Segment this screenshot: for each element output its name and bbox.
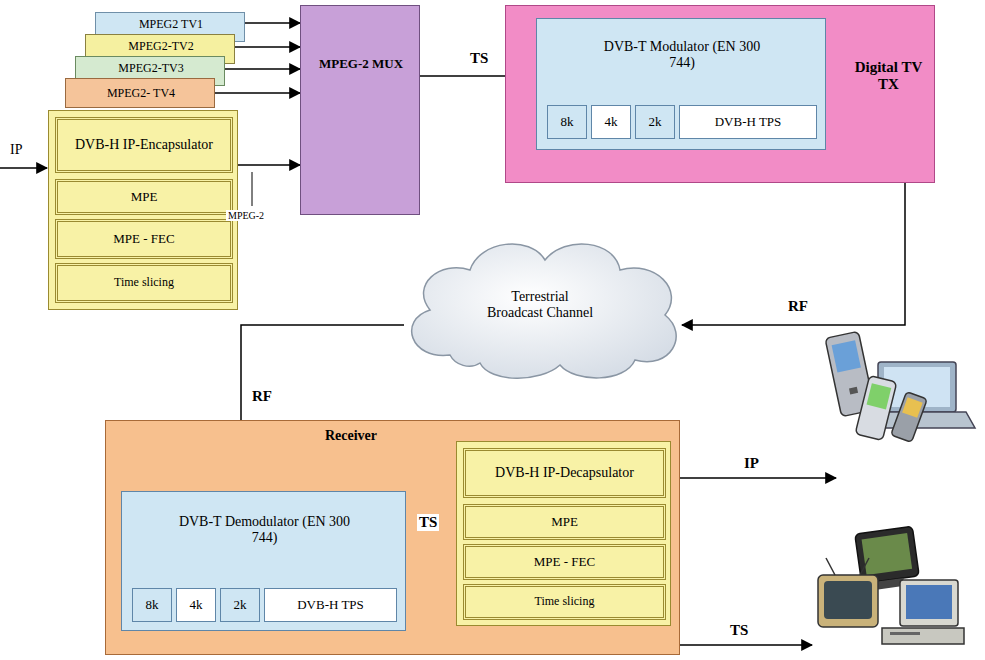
ip-output-arrow <box>670 477 836 479</box>
function-cell: MPE <box>463 504 666 540</box>
mux-box: MPEG-2 MUX <box>300 5 420 215</box>
node-text: 8k <box>548 106 586 138</box>
tps-cell: DVB-H TPS <box>679 105 817 139</box>
receiver-box: ReceiverDVB-T Demodulator (EN 300 744) 8k… <box>105 420 680 655</box>
edge-label: TS <box>468 50 490 67</box>
format-note: MPEG-2 <box>226 210 266 221</box>
mode-cell: 8k <box>132 588 172 622</box>
function-cell: MPE - FEC <box>463 544 666 580</box>
mode-cell: 4k <box>591 105 631 139</box>
channel-cloud: Terrestrial Broadcast Channel <box>390 225 690 385</box>
mode-cell: 2k <box>635 105 675 139</box>
node-text: MPEG2-TV2 <box>86 38 236 56</box>
signal-arrow <box>682 183 905 325</box>
mode-cell: 4k <box>176 588 216 622</box>
leader-line <box>252 172 253 206</box>
signal-arrow <box>225 68 300 70</box>
edge-label: RF <box>250 388 274 405</box>
node-text: MPEG-2 MUX <box>301 44 421 84</box>
node-text: MPE - FEC <box>58 222 230 256</box>
node-text: DVB-H TPS <box>265 589 396 621</box>
node-text: Time slicing <box>58 266 230 300</box>
signal-arrow <box>215 92 300 94</box>
mobile-devices-icon <box>825 331 975 442</box>
node-text: 2k <box>636 106 674 138</box>
node-text: MPEG2- TV4 <box>66 84 216 104</box>
function-cell: Time slicing <box>463 584 666 620</box>
node-text: Time slicing <box>466 587 663 617</box>
mode-cell: 2k <box>220 588 260 622</box>
mode-cell: 8k <box>547 105 587 139</box>
node-text: 8k <box>133 589 171 621</box>
node-text: Digital TV TX <box>851 46 926 106</box>
node-text: DVB-H IP-Encapsulator <box>55 117 233 173</box>
signal-arrow <box>238 164 300 166</box>
node-text: DVB-T Modulator (EN 300 744) <box>592 33 772 77</box>
modulator-box: DVB-T Modulator (EN 300 744)8k4k2kDVB-H … <box>536 18 826 150</box>
node-text: Receiver <box>296 425 406 447</box>
signal-name: IP <box>8 142 24 158</box>
node-text: 4k <box>592 106 630 138</box>
function-cell: MPE - FEC <box>55 219 233 259</box>
decapsulator-box: DVB-H IP-DecapsulatorMPE MPE - FEC Time sl… <box>456 441 671 626</box>
node-text: DVB-T Demodulator (EN 300 744) <box>167 508 362 552</box>
function-cell: Time slicing <box>55 263 233 303</box>
transmitter-box: Digital TV TX DVB-T Modulator (EN 300 744… <box>505 5 935 183</box>
node-text: 2k <box>221 589 259 621</box>
signal-arrow <box>235 46 300 48</box>
node-text: DVB-H TPS <box>680 106 816 138</box>
node-text: 4k <box>177 589 215 621</box>
signal-arrow <box>245 22 300 24</box>
cloud-shape <box>412 244 676 378</box>
signal-name: IP <box>742 455 761 472</box>
edge-label: TS <box>417 514 439 531</box>
node-text: MPEG2-TV3 <box>76 60 226 78</box>
encapsulator-box: DVB-H IP-EncapsulatorMPE MPE - FEC Time sl… <box>48 110 238 310</box>
source-box: MPEG2- TV4 <box>65 78 215 108</box>
tps-cell: DVB-H TPS <box>264 588 397 622</box>
demodulator-box: DVB-T Demodulator (EN 300 744) 8k4k2kDVB-… <box>121 491 406 631</box>
signal-name: TS <box>728 622 750 639</box>
node-text: DVB-H IP-Decapsulator <box>463 448 666 498</box>
tv-and-computer-icon <box>818 526 964 644</box>
ip-input-arrow <box>0 167 47 169</box>
node-text: MPE <box>58 182 230 212</box>
node-text: MPE <box>466 507 663 537</box>
node-text: Terrestrial Broadcast Channel <box>480 250 600 360</box>
edge-label: RF <box>786 298 810 315</box>
node-text: MPE - FEC <box>466 547 663 577</box>
function-cell: MPE <box>55 179 233 215</box>
node-text: MPEG2 TV1 <box>96 16 246 34</box>
